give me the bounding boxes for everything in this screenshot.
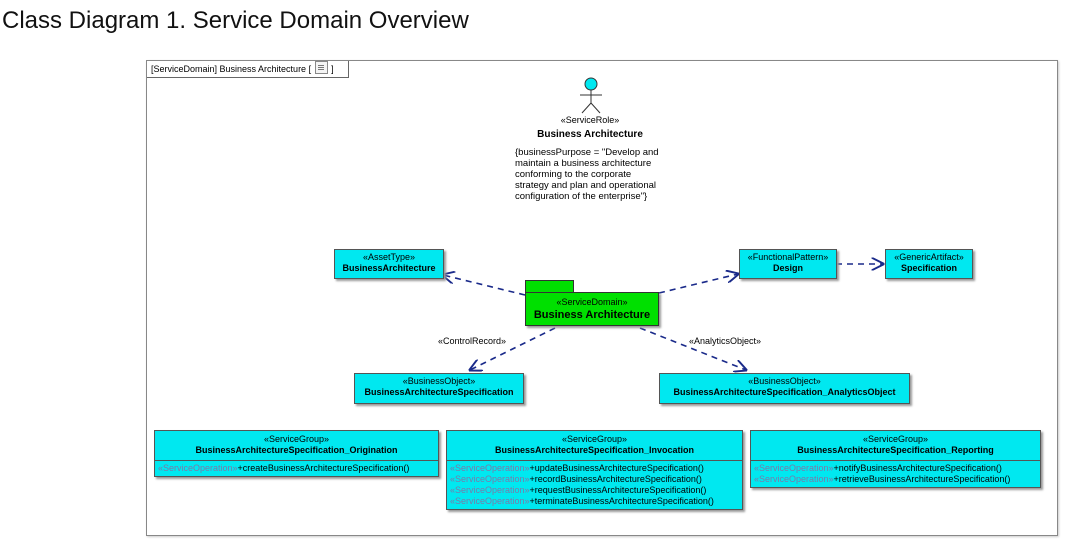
service-operation-signature: +notifyBusinessArchitectureSpecification… [833,463,1002,473]
service-role-property: {businessPurpose = "Develop and maintain… [515,147,659,202]
service-operation-stereotype: «ServiceOperation» [450,474,530,484]
service-operation-signature: +terminateBusinessArchitectureSpecificat… [529,496,714,506]
service-group-header: «ServiceGroup» BusinessArchitectureSpeci… [751,431,1040,461]
control-record-box: «BusinessObject» BusinessArchitectureSpe… [354,373,524,404]
service-operation-signature: +updateBusinessArchitectureSpecification… [529,463,704,473]
frame-title-suffix: ] [331,64,334,74]
service-group-name: BusinessArchitectureSpecification_Report… [797,445,994,455]
service-group-header: «ServiceGroup» BusinessArchitectureSpeci… [447,431,742,461]
control-record-name: BusinessArchitectureSpecification [364,387,514,397]
asset-type-name: BusinessArchitecture [342,263,436,273]
service-operation: «ServiceOperation»+requestBusinessArchit… [450,485,739,496]
service-operation-signature: +createBusinessArchitectureSpecification… [237,463,410,473]
service-operation-signature: +retrieveBusinessArchitectureSpecificati… [833,474,1011,484]
service-domain-name: Business Architecture [533,309,651,321]
edge-domain-to-analytics-object [639,327,746,370]
service-operations: «ServiceOperation»+notifyBusinessArchite… [751,461,1040,487]
functional-pattern-box: «FunctionalPattern» Design [739,249,837,279]
frame-title-prefix: [ServiceDomain] Business Architecture [ [151,64,312,74]
service-domain-stereotype: «ServiceDomain» [556,297,628,307]
service-operations: «ServiceOperation»+createBusinessArchite… [155,461,438,476]
analytics-object-box: «BusinessObject» BusinessArchitectureSpe… [659,373,910,404]
asset-type-box: «AssetType» BusinessArchitecture [334,249,444,279]
edge-domain-to-asset [443,275,526,296]
service-group-header: «ServiceGroup» BusinessArchitectureSpeci… [155,431,438,461]
edge-label-analytics-object: «AnalyticsObject» [689,336,762,346]
functional-pattern-stereotype: «FunctionalPattern» [747,252,829,262]
page-title: Class Diagram 1. Service Domain Overview [2,7,469,34]
service-group-name: BusinessArchitectureSpecification_Invoca… [494,445,695,455]
service-group-name: BusinessArchitectureSpecification_Origin… [195,445,398,455]
service-group-stereotype: «ServiceGroup» [263,434,330,444]
service-group-invocation: «ServiceGroup» BusinessArchitectureSpeci… [446,430,743,510]
service-group-reporting: «ServiceGroup» BusinessArchitectureSpeci… [750,430,1041,488]
service-operation: «ServiceOperation»+updateBusinessArchite… [450,463,739,474]
service-group-stereotype: «ServiceGroup» [862,434,929,444]
service-operation: «ServiceOperation»+notifyBusinessArchite… [754,463,1037,474]
service-operation-stereotype: «ServiceOperation» [450,485,530,495]
service-operation-stereotype: «ServiceOperation» [754,463,834,473]
service-operation-stereotype: «ServiceOperation» [754,474,834,484]
service-domain-package-tab [525,280,574,293]
analytics-object-stereotype: «BusinessObject» [748,376,821,386]
service-operation-signature: +recordBusinessArchitectureSpecification… [529,474,702,484]
diagram-icon [314,61,328,74]
generic-artifact-name: Specification [900,263,957,273]
service-role: «ServiceRole» Business Architecture [500,115,680,140]
analytics-object-name: BusinessArchitectureSpecification_Analyt… [673,387,896,397]
service-group-stereotype: «ServiceGroup» [561,434,628,444]
edge-domain-to-control-record [470,327,556,370]
service-operation: «ServiceOperation»+recordBusinessArchite… [450,474,739,485]
control-record-stereotype: «BusinessObject» [402,376,476,386]
service-group-origination: «ServiceGroup» BusinessArchitectureSpeci… [154,430,439,477]
diagram-frame-tab: [ServiceDomain] Business Architecture [ … [147,61,349,78]
service-operation-stereotype: «ServiceOperation» [450,496,530,506]
edge-domain-to-pattern [658,274,738,294]
asset-type-stereotype: «AssetType» [362,252,416,262]
service-operation-stereotype: «ServiceOperation» [450,463,530,473]
functional-pattern-name: Design [772,263,803,273]
service-domain-package: «ServiceDomain» Business Architecture [525,292,659,326]
service-operation-stereotype: «ServiceOperation» [158,463,238,473]
service-operations: «ServiceOperation»+updateBusinessArchite… [447,461,742,509]
service-operation-signature: +requestBusinessArchitectureSpecificatio… [529,485,707,495]
service-operation: «ServiceOperation»+retrieveBusinessArchi… [754,474,1037,485]
service-role-stereotype: «ServiceRole» [560,115,620,125]
actor-icon [580,77,602,114]
service-operation: «ServiceOperation»+terminateBusinessArch… [450,496,739,507]
generic-artifact-stereotype: «GenericArtifact» [894,252,964,262]
service-operation: «ServiceOperation»+createBusinessArchite… [158,463,435,474]
edge-label-control-record: «ControlRecord» [438,336,507,346]
generic-artifact-box: «GenericArtifact» Specification [885,249,973,279]
service-role-name: Business Architecture [537,129,643,140]
